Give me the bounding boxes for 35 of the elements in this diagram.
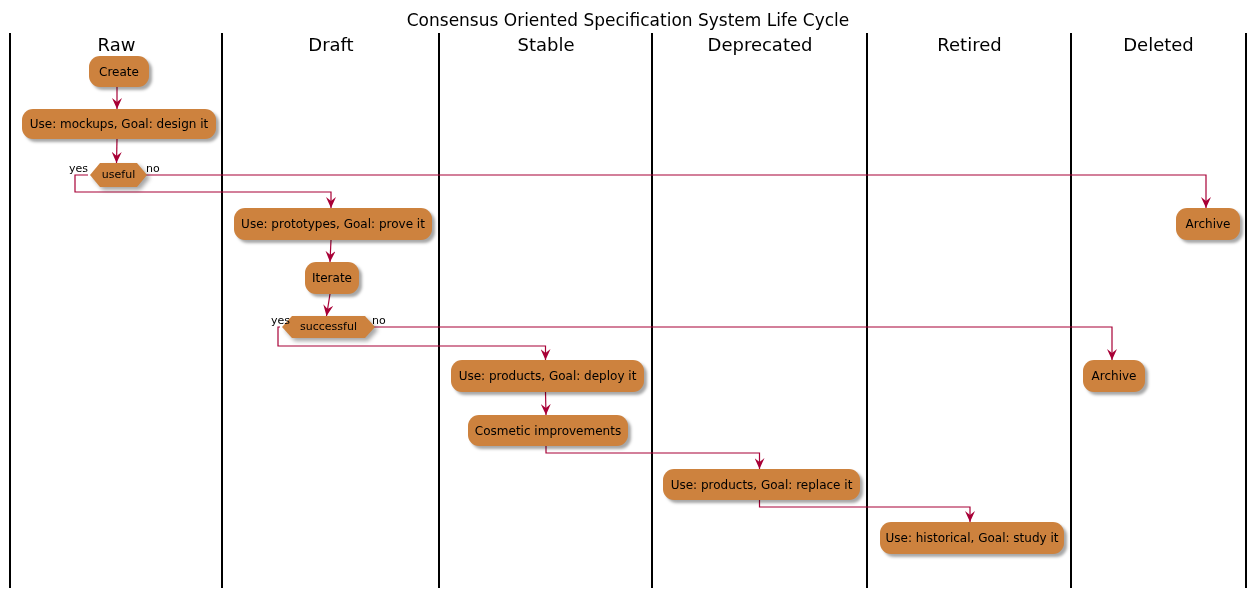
arrow: [758, 499, 975, 523]
diagram-title: Consensus Oriented Specification System Life Cycle: [406, 9, 850, 31]
lane-header: Raw: [96, 34, 137, 56]
decision-label: useful: [101, 168, 136, 182]
activity-box: Archive: [1176, 208, 1240, 240]
activity-box: Create: [89, 56, 149, 87]
arrow: [545, 445, 765, 470]
edge-label: yes: [271, 314, 290, 327]
arrow: [144, 174, 1211, 209]
lane-header: Draft: [307, 34, 355, 56]
arrow: [372, 326, 1117, 361]
arrow: [112, 86, 122, 110]
arrow: [277, 326, 551, 361]
edge-label: yes: [69, 162, 88, 175]
activity-box: Cosmetic improvements: [468, 415, 628, 446]
lane-header: Deprecated: [706, 34, 814, 56]
activity-box: Archive: [1083, 360, 1145, 392]
lane-header: Stable: [516, 34, 576, 56]
activity-box: Use: products, Goal: deploy it: [451, 360, 644, 392]
lane-header: Deleted: [1122, 34, 1195, 56]
activity-box: Use: prototypes, Goal: prove it: [234, 208, 432, 240]
edge-label: no: [146, 162, 160, 175]
activity-box: Iterate: [305, 262, 359, 294]
arrow: [111, 138, 122, 164]
arrow: [540, 391, 551, 416]
edge-label: no: [372, 314, 386, 327]
arrow: [74, 174, 336, 209]
decision-label: successful: [300, 320, 357, 334]
arrow: [323, 293, 334, 317]
activity-box: Use: mockups, Goal: design it: [22, 109, 216, 139]
activity-box: Use: products, Goal: replace it: [663, 469, 860, 500]
swimlane: [1070, 33, 1247, 588]
lane-header: Retired: [936, 34, 1003, 56]
activity-box: Use: historical, Goal: study it: [880, 522, 1064, 554]
arrow: [325, 239, 336, 263]
